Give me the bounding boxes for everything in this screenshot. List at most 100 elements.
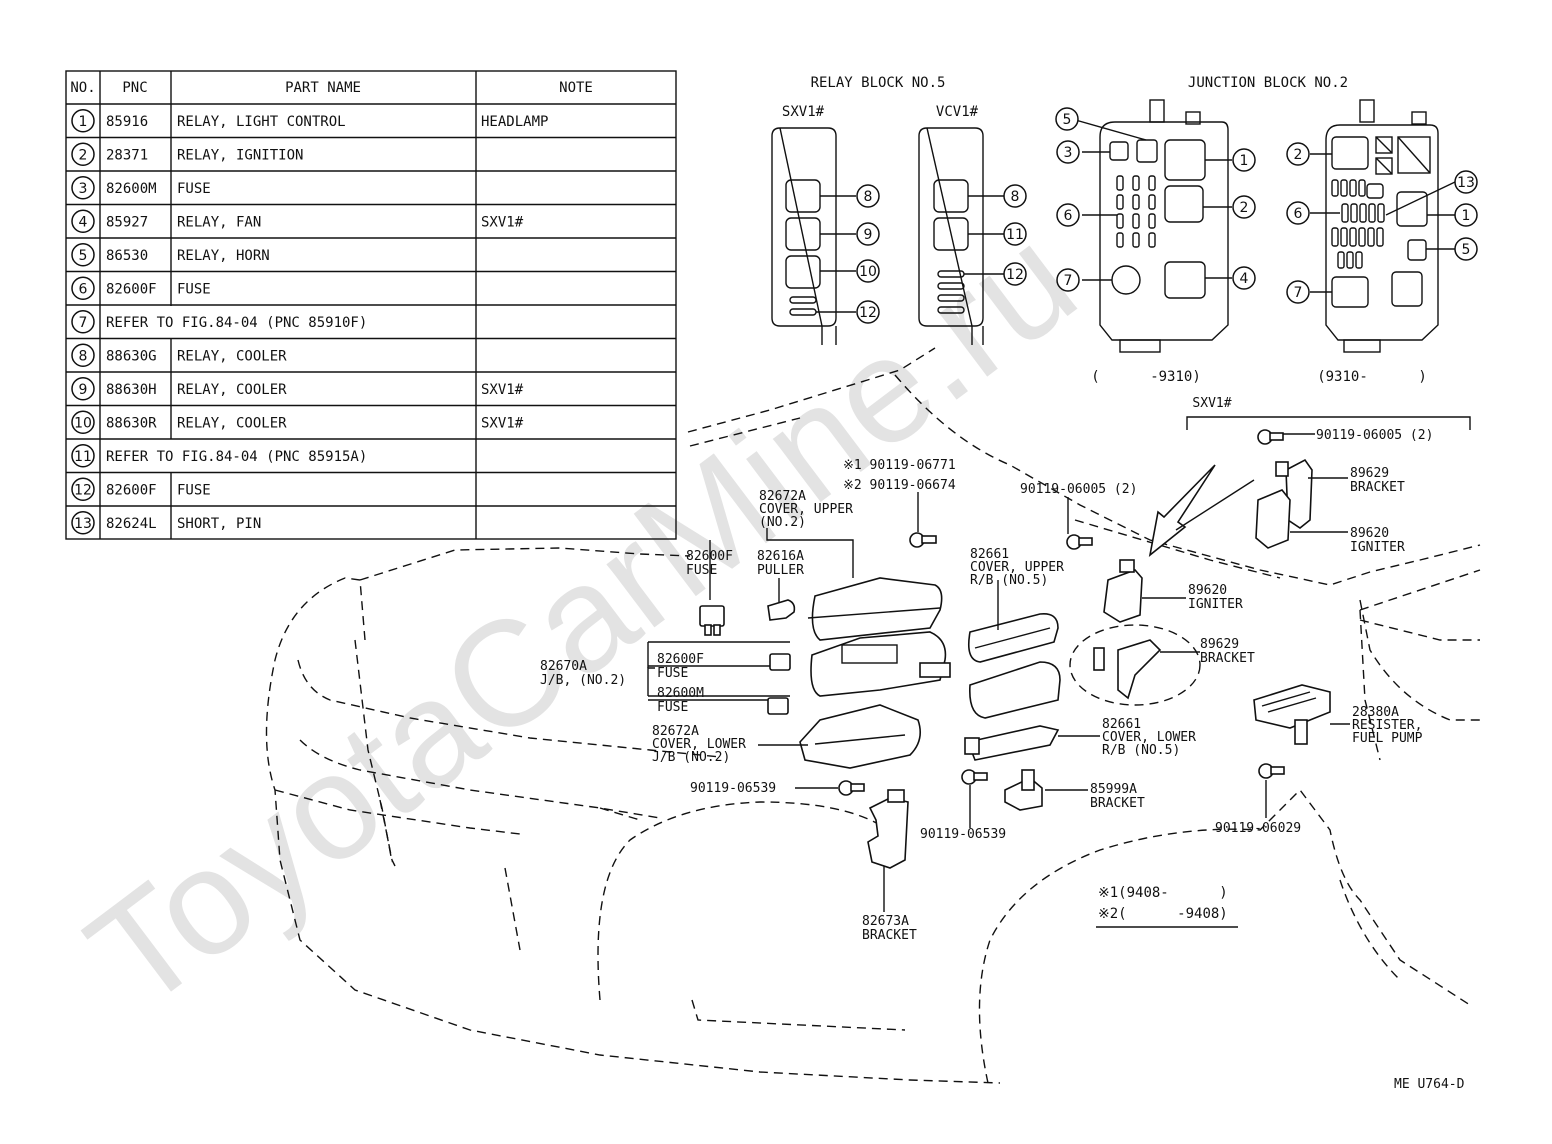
cover-lower-rb-label-line-3: R/B (NO.5)	[1102, 743, 1180, 758]
junction-block-left-callout-3: 1	[1232, 148, 1256, 172]
cover-upper-rb-label-line-2: COVER, UPPER	[970, 560, 1064, 575]
puller-part	[767, 599, 796, 621]
fuse-m-part	[767, 697, 789, 715]
sxv1-variant-group: SXV1#	[1148, 396, 1471, 557]
table-row-2-part-name: RELAY, IGNITION	[177, 147, 303, 163]
igniter-a-part	[1103, 559, 1143, 623]
junction-block-title: JUNCTION BLOCK NO.2	[1188, 75, 1348, 91]
table-row-1-part-name: RELAY, LIGHT CONTROL	[177, 114, 346, 130]
junction-block-left-callout-6: 7	[1056, 268, 1080, 292]
table-row-6-no-number: 6	[79, 281, 88, 297]
junction-block-right-callout-2: 13	[1454, 170, 1478, 194]
relay-block-right-callout-3-number: 12	[1006, 267, 1024, 283]
bolt-c-label: 90119-06005 (2)	[1316, 428, 1433, 443]
part-labels: ※1 90119-06771 ※2 90119-06674 90119-0600…	[540, 428, 1465, 1092]
fuse-m-label-line-1: 82600M	[657, 686, 704, 701]
junction-block-right-callout-3: 6	[1286, 201, 1310, 225]
cover-upper-rb-label-line-1: 82661	[970, 547, 1009, 562]
table-row-9-note: SXV1#	[481, 382, 524, 398]
table-row-8-pnc: 88630G	[106, 348, 157, 364]
table-row-9-part-name: RELAY, COOLER	[177, 382, 287, 398]
junction-block-right-callout-1-number: 2	[1294, 147, 1303, 163]
relay-block-left-callout-4: 12	[856, 300, 880, 324]
resister-part	[1253, 684, 1331, 745]
bolt-icon-c	[1257, 429, 1284, 445]
fuse-f-mid-label-line-1: 82600F	[657, 652, 704, 667]
resister-label-line-1: 28380A	[1352, 705, 1399, 720]
bolt-icon-d	[838, 780, 865, 796]
table-row-9-pnc: 88630H	[106, 382, 157, 398]
jb-body-part	[810, 631, 951, 697]
junction-block-right-callout-4-number: 1	[1462, 208, 1471, 224]
relay-block-right-callout-3: 12	[1003, 262, 1027, 286]
puller-label-line-2: PULLER	[757, 563, 804, 578]
junction-block-left-drawing	[1071, 99, 1232, 353]
bracket-b-label-line-2: BRACKET	[1090, 796, 1145, 811]
table-header-no: NO.	[70, 80, 95, 96]
table-row-2-pnc: 28371	[106, 147, 148, 163]
table-row-5-part-name: RELAY, HORN	[177, 248, 270, 264]
table-row-12-no-number: 12	[74, 482, 92, 498]
table-row-10-part-name: RELAY, COOLER	[177, 415, 287, 431]
cover-lower-jb-label-line-1: 82672A	[652, 724, 699, 739]
cover-lower-rb-label-line-2: COVER, LOWER	[1102, 730, 1196, 745]
bracket-d-label-line-2: BRACKET	[1200, 651, 1255, 666]
bracket-b-label-line-1: 85999A	[1090, 782, 1137, 797]
table-row-1-pnc: 85916	[106, 114, 148, 130]
jb-label-line-2: J/B, (NO.2)	[540, 673, 626, 688]
resister-label-line-3: FUEL PUMP	[1352, 731, 1423, 746]
junction-block-left-callout-2: 3	[1056, 140, 1080, 164]
legend-mark1: ※1(9408- )	[1098, 885, 1228, 901]
table-row-3-no: 3	[71, 176, 95, 200]
table-row-7-part-name: REFER TO FIG.84-04 (PNC 85910F)	[106, 315, 367, 331]
table-row-8-part-name: RELAY, COOLER	[177, 348, 287, 364]
fuse-f-top-label-line-2: FUSE	[686, 563, 717, 578]
junction-block-left-range: ( -9310)	[1091, 369, 1201, 385]
table-row-6-no: 6	[71, 276, 95, 300]
bracket-c-label-line-2: BRACKET	[1350, 480, 1405, 495]
relay-block-left-callout-4-number: 12	[859, 305, 877, 321]
bolt-f-label: 90119-06029	[1215, 821, 1301, 836]
date-legend: ※1(9408- ) ※2( -9408)	[1096, 885, 1238, 928]
table-row-2-no-number: 2	[79, 147, 88, 163]
table-row-1-no: 1	[71, 109, 95, 133]
fuse-m-label-line-2: FUSE	[657, 700, 688, 715]
bracket-a-label-line-1: 82673A	[862, 914, 909, 929]
bolt-b-label: 90119-06005 (2)	[1020, 482, 1137, 497]
bolt-icon-b	[1066, 534, 1093, 550]
igniter-b-label-line-1: 89620	[1350, 526, 1389, 541]
table-row-6-part-name: FUSE	[177, 281, 211, 297]
figure-code: ME U764-D	[1394, 1077, 1465, 1092]
sxv1-variant-label: SXV1#	[1192, 396, 1231, 411]
relay-block-right-callout-1-number: 8	[1011, 189, 1020, 205]
table-row-7-no-number: 7	[79, 315, 88, 331]
igniter-a-label-line-1: 89620	[1188, 583, 1227, 598]
table-row-8-no-number: 8	[79, 348, 88, 364]
junction-block-left-callout-1: 5	[1055, 107, 1079, 131]
bracket-89629-lower-part	[1069, 624, 1201, 706]
cover-lower-jb-label-line-2: COVER, LOWER	[652, 737, 746, 752]
bracket-82673a-part	[867, 789, 909, 869]
jb-label-line-1: 82670A	[540, 659, 587, 674]
table-row-1-no-number: 1	[79, 114, 88, 130]
junction-block-right-callout-6-number: 7	[1294, 285, 1303, 301]
igniter-b-part	[1255, 489, 1291, 549]
junction-block-left-callout-1-number: 5	[1063, 112, 1072, 128]
junction-block-right-callout-3-number: 6	[1294, 206, 1303, 222]
relay-block-left-callout-1: 8	[856, 184, 880, 208]
relay-block-left-callout-1-number: 8	[864, 189, 873, 205]
bracket-d-label-line-1: 89629	[1200, 637, 1239, 652]
table-row-9-no: 9	[71, 377, 95, 401]
vehicle-outline	[265, 347, 1481, 1084]
bolt-d-label: 90119-06539	[690, 781, 776, 796]
cover-upper-jb-label-line-1: 82672A	[759, 489, 806, 504]
table-header-part-name: PART NAME	[285, 80, 361, 96]
bracket-c-label-line-1: 89629	[1350, 466, 1389, 481]
junction-block-left-callout-5-number: 2	[1240, 200, 1249, 216]
table-row-10-no: 10	[71, 410, 95, 434]
junction-block-left-callout-4-number: 6	[1064, 208, 1073, 224]
table-row-5-no: 5	[71, 243, 95, 267]
